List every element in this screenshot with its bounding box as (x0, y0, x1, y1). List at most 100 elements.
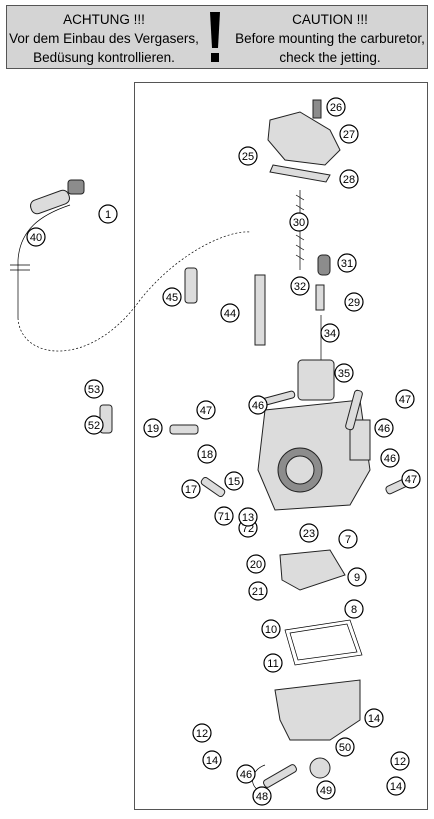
callout-label: 53 (88, 384, 100, 396)
callout-c26: 26 (326, 97, 346, 117)
callout-c10: 10 (261, 619, 281, 639)
throttle-cable (10, 179, 251, 352)
callout-c14b: 14 (202, 750, 222, 770)
callout-label: 23 (303, 528, 315, 540)
callout-label: 47 (405, 474, 417, 486)
throttle-valve-cap-assembly (267, 99, 341, 360)
callout-label: 44 (224, 308, 236, 320)
callout-c17: 17 (181, 479, 201, 499)
callout-c18: 18 (197, 444, 217, 464)
callout-c30: 30 (289, 212, 309, 232)
callout-c45: 45 (162, 287, 182, 307)
part-callouts: 1 40 26 27 25 28 30 31 32 29 34 45 44 35 53 52 47 46 47 46 1… (26, 97, 421, 806)
callout-c34: 34 (320, 323, 340, 343)
callout-c7: 7 (338, 529, 358, 549)
callout-c44: 44 (220, 303, 240, 323)
callout-label: 13 (242, 512, 254, 524)
callout-c11: 11 (263, 653, 283, 673)
callout-label: 30 (293, 217, 305, 229)
warning-german-line-1: Vor dem Einbau des Vergasers, (9, 31, 199, 46)
callout-c13: 13 (238, 507, 258, 527)
callout-label: 31 (341, 258, 353, 270)
callout-c47c: 47 (401, 469, 421, 489)
callout-c53: 53 (84, 379, 104, 399)
warning-german: ACHTUNG !!! Vor dem Einbau des Vergasers… (9, 10, 199, 67)
callout-c19: 19 (143, 418, 163, 438)
callout-label: 47 (399, 394, 411, 406)
callout-c8: 8 (344, 599, 364, 619)
callout-c21: 21 (248, 581, 268, 601)
callout-label: 20 (250, 559, 262, 571)
callout-c28: 28 (339, 169, 359, 189)
float-and-gasket (279, 549, 363, 666)
callout-label: 1 (105, 209, 111, 221)
callout-label: 46 (384, 453, 396, 465)
callout-label: 46 (378, 423, 390, 435)
callout-c35: 35 (334, 363, 354, 383)
callout-c29: 29 (344, 292, 364, 312)
callout-label: 14 (390, 781, 402, 793)
warning-german-title: ACHTUNG !!! (63, 12, 145, 27)
callout-c47a: 47 (196, 400, 216, 420)
callout-label: 8 (351, 604, 357, 616)
callout-c23: 23 (299, 523, 319, 543)
warning-english-title: CAUTION !!! (292, 12, 368, 27)
callout-label: 52 (88, 420, 100, 432)
callout-label: 7 (345, 534, 351, 546)
callout-c71: 71 (214, 506, 234, 526)
carburetor-body (257, 359, 371, 511)
callout-c49: 49 (316, 780, 336, 800)
callout-label: 35 (338, 368, 350, 380)
callout-label: 47 (200, 405, 212, 417)
callout-label: 25 (242, 151, 254, 163)
callout-c48: 48 (252, 786, 272, 806)
callout-c1: 1 (98, 204, 118, 224)
callout-label: 11 (267, 658, 278, 670)
warning-english: CAUTION !!! Before mounting the carburet… (235, 10, 425, 67)
warning-english-line-2: check the jetting. (279, 50, 381, 65)
callout-label: 46 (240, 769, 252, 781)
callout-label: 9 (354, 572, 360, 584)
callout-c12a: 12 (192, 723, 212, 743)
exclamation-icon (210, 12, 220, 62)
callout-c9: 9 (347, 567, 367, 587)
callout-label: 21 (252, 586, 264, 598)
warning-english-line-1: Before mounting the carburetor, (235, 31, 425, 46)
callout-c46c: 46 (380, 448, 400, 468)
caution-banner: ACHTUNG !!! Vor dem Einbau des Vergasers… (6, 5, 428, 69)
callout-label: 12 (394, 756, 406, 768)
callout-label: 71 (218, 511, 230, 523)
callout-c46d: 46 (236, 764, 256, 784)
callout-label: 49 (320, 785, 332, 797)
callout-label: 14 (368, 713, 380, 725)
callout-c25: 25 (238, 146, 258, 166)
callout-label: 10 (265, 624, 277, 636)
warning-german-line-2: Bedüsung kontrollieren. (33, 50, 175, 65)
callout-label: 34 (324, 328, 336, 340)
callout-c14c: 14 (386, 776, 406, 796)
callout-label: 48 (256, 791, 268, 803)
callout-label: 18 (201, 449, 213, 461)
callout-c32: 32 (290, 276, 310, 296)
callout-c15: 15 (224, 471, 244, 491)
callout-c20: 20 (246, 554, 266, 574)
callout-label: 50 (339, 742, 351, 754)
callout-c50: 50 (335, 737, 355, 757)
assembly-frame (134, 82, 428, 810)
callout-c14a: 14 (364, 708, 384, 728)
callout-label: 40 (30, 232, 42, 244)
callout-label: 28 (343, 174, 355, 186)
callout-c40: 40 (26, 227, 46, 247)
callout-label: 12 (196, 728, 208, 740)
callout-label: 32 (294, 281, 306, 293)
callout-label: 29 (348, 297, 360, 309)
callout-label: 14 (206, 755, 218, 767)
callout-label: 45 (166, 292, 178, 304)
callout-c12b: 12 (390, 751, 410, 771)
callout-c31: 31 (337, 253, 357, 273)
callout-label: 27 (343, 129, 355, 141)
callout-label: 15 (228, 476, 240, 488)
callout-c27: 27 (339, 124, 359, 144)
callout-label: 19 (147, 423, 159, 435)
